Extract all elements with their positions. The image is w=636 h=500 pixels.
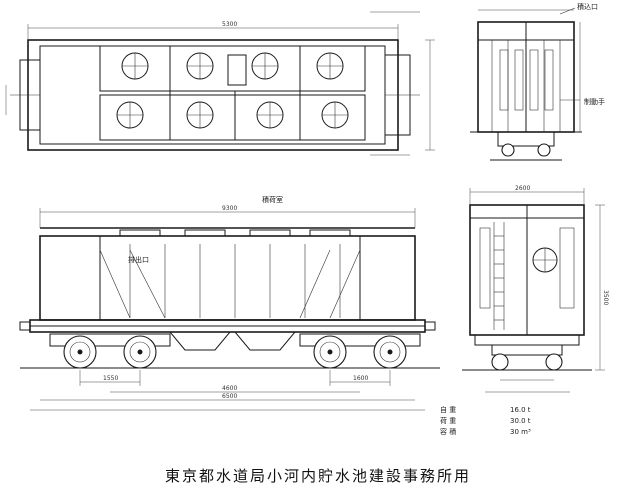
spec-value-1: 30.0 t: [510, 417, 531, 425]
spec-value-0: 16.0 t: [510, 406, 531, 414]
spec-key-0: 自 重: [440, 405, 456, 414]
label-side-2: 排出口: [128, 255, 149, 264]
end-view-top: [470, 7, 582, 161]
plan-view: [5, 11, 435, 156]
dim-wheelbase-1: 1550: [103, 375, 118, 382]
spec-table: 自 重 16.0 t 荷 重 30.0 t 容 積 30 m³: [440, 405, 531, 436]
label-brake: 制動手: [584, 97, 605, 106]
dim-top-overall: 5300: [222, 21, 237, 28]
drawing-caption: 東京都水道局小河内貯水池建設事務所用: [164, 467, 471, 485]
dim-bogie-center: 4600: [222, 385, 237, 392]
dim-end-height: 3500: [602, 290, 609, 305]
label-side-1: 積荷室: [262, 195, 283, 204]
bogie-left: [49, 333, 171, 369]
spec-key-2: 容 積: [440, 427, 456, 436]
spec-value-2: 30 m³: [510, 428, 531, 436]
hatch-row-lower: [116, 101, 349, 129]
hatch-row-upper: [121, 52, 344, 80]
dim-side-overall: 9300: [222, 205, 237, 212]
dim-wheelbase-2: 1600: [353, 375, 368, 382]
dim-end-width: 2600: [515, 185, 530, 192]
label-roof-hatch: 積込口: [577, 2, 598, 11]
end-elevation: [462, 188, 605, 393]
bogie-right: [299, 333, 421, 369]
side-elevation: [19, 208, 440, 411]
spec-key-1: 荷 重: [440, 416, 456, 425]
dim-side-length: 6500: [222, 393, 237, 400]
